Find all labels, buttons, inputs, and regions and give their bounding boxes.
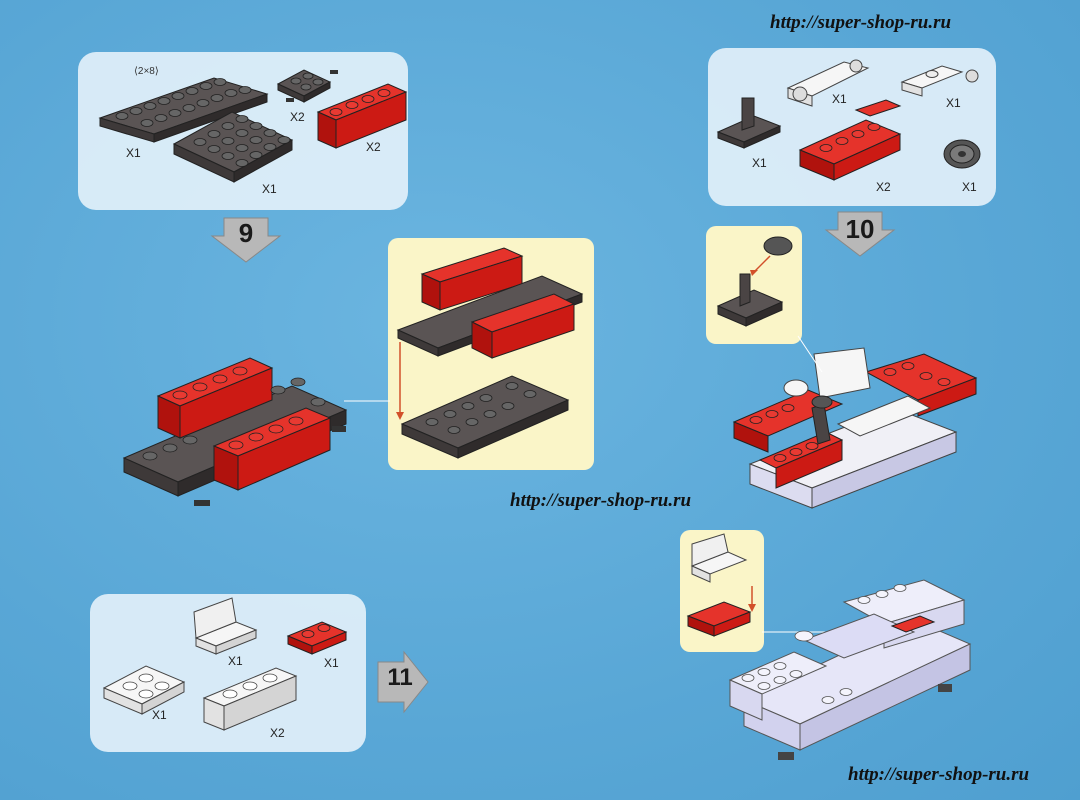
step11-arrow [377,650,429,714]
step10-assembly [732,347,978,509]
watermark-middle: http://super-shop-ru.ru [510,490,692,511]
qty-seat: X1 [228,654,243,668]
plate-size-label: ⟨2×8⟩ [134,66,159,77]
dark-chair-part [716,97,782,149]
red-mudguard [798,99,902,181]
step10-detail-drawing [716,236,793,327]
step9-detail-drawing [396,247,584,459]
watermark-top-right: http://super-shop-ru.ru [770,12,952,33]
qty-redmud: X2 [876,180,891,194]
step10-arrow [824,211,896,257]
dark-small-pin-plate [276,69,338,103]
steering-wheel-part [943,139,981,169]
qty-wheel: X1 [962,180,977,194]
white-plate-2x2 [102,665,186,715]
qty-small: X2 [290,110,305,124]
step11-detail-drawing [686,533,756,637]
step9-number: 9 [238,218,254,248]
qty-plate44: X1 [262,182,277,196]
watermark-bottom-right: http://super-shop-ru.ru [848,764,1030,785]
qty-brick13: X2 [270,726,285,740]
step9-connector [344,400,390,402]
white-hinge-long [786,59,870,107]
qty-red: X2 [366,140,381,154]
red-brick-1x4 [316,83,408,149]
qty-plate22: X1 [152,708,167,722]
white-seat-part [193,597,258,655]
red-plate-1x2 [286,621,348,655]
step10-number: 10 [845,214,875,244]
qty-hinge1: X1 [832,92,847,106]
step10-connector [797,335,823,373]
qty-plate28: X1 [126,146,141,160]
qty-hinge2: X1 [946,96,961,110]
dark-plate-4x4 [172,111,294,183]
dark-plate-2x8 [98,77,269,143]
step11-number: 11 [387,664,413,691]
white-brick-1x3 [202,667,298,731]
step9-assembly [122,357,348,506]
step9-arrow [210,217,282,263]
white-hinge-short [900,65,979,97]
qty-red12: X1 [324,656,339,670]
qty-chair: X1 [752,156,767,170]
step11-assembly [728,579,972,760]
